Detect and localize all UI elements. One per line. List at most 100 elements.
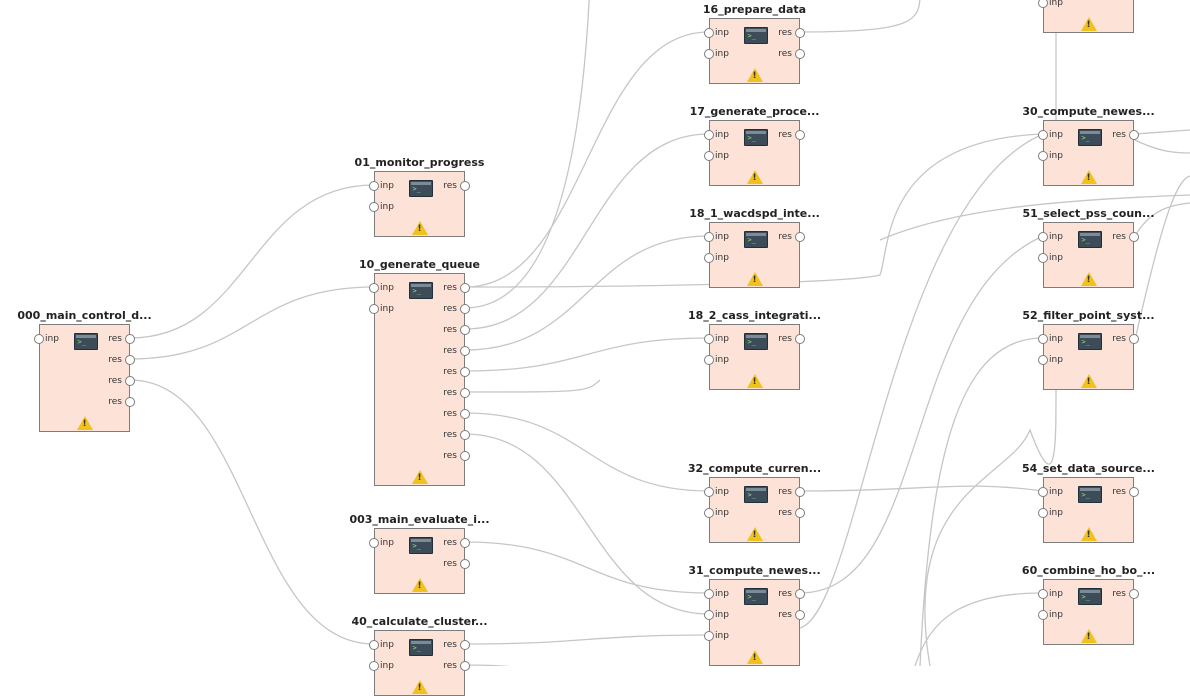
input-port[interactable] (704, 253, 714, 263)
operator-box[interactable]: inp (1038, 0, 1134, 33)
warning-icon[interactable] (1080, 170, 1097, 184)
output-port[interactable] (460, 283, 470, 293)
output-port[interactable] (460, 346, 470, 356)
input-port[interactable] (704, 631, 714, 641)
warning-icon[interactable] (1080, 17, 1097, 31)
input-port[interactable] (704, 28, 714, 38)
warning-icon[interactable] (411, 221, 428, 235)
input-port[interactable] (704, 130, 714, 140)
warning-icon[interactable] (411, 470, 428, 484)
output-port[interactable] (460, 640, 470, 650)
warning-icon[interactable] (411, 578, 428, 592)
output-port[interactable] (460, 451, 470, 461)
input-port[interactable] (369, 202, 379, 212)
output-port[interactable] (460, 304, 470, 314)
input-port[interactable] (704, 487, 714, 497)
input-port[interactable] (34, 334, 44, 344)
output-port[interactable] (460, 388, 470, 398)
input-port[interactable] (1038, 151, 1048, 161)
warning-icon[interactable] (746, 374, 763, 388)
output-port[interactable] (1129, 130, 1139, 140)
wire (1134, 175, 1190, 341)
input-port[interactable] (1038, 610, 1048, 620)
input-port[interactable] (1038, 232, 1048, 242)
input-port[interactable] (1038, 130, 1048, 140)
warning-icon[interactable] (746, 170, 763, 184)
input-port[interactable] (369, 538, 379, 548)
output-port[interactable] (460, 430, 470, 440)
warning-icon[interactable] (1080, 629, 1097, 643)
output-port[interactable] (1129, 589, 1139, 599)
output-port[interactable] (795, 589, 805, 599)
input-port[interactable] (1038, 253, 1048, 263)
output-port[interactable] (1129, 334, 1139, 344)
input-port[interactable] (369, 283, 379, 293)
warning-icon[interactable] (76, 416, 93, 430)
output-port[interactable] (795, 334, 805, 344)
output-port[interactable] (795, 28, 805, 38)
input-port[interactable] (1038, 334, 1048, 344)
input-port[interactable] (704, 589, 714, 599)
output-port-label: res (443, 640, 457, 650)
input-port[interactable] (369, 640, 379, 650)
warning-icon[interactable] (746, 68, 763, 82)
input-port[interactable] (1038, 355, 1048, 365)
output-port[interactable] (460, 325, 470, 335)
warning-icon[interactable] (746, 650, 763, 664)
input-port[interactable] (1038, 589, 1048, 599)
input-port[interactable] (704, 334, 714, 344)
input-port[interactable] (1038, 0, 1048, 8)
output-port[interactable] (795, 130, 805, 140)
output-port[interactable] (460, 409, 470, 419)
warning-icon[interactable] (411, 680, 428, 694)
output-port[interactable] (125, 376, 135, 386)
output-port[interactable] (795, 232, 805, 242)
warning-icon[interactable] (746, 272, 763, 286)
output-port[interactable] (795, 610, 805, 620)
input-port[interactable] (704, 355, 714, 365)
input-port[interactable] (704, 232, 714, 242)
output-port[interactable] (1129, 487, 1139, 497)
input-port[interactable] (369, 181, 379, 191)
output-port[interactable] (125, 334, 135, 344)
output-port[interactable] (795, 49, 805, 59)
output-port[interactable] (460, 559, 470, 569)
output-port[interactable] (460, 538, 470, 548)
output-port[interactable] (1129, 232, 1139, 242)
warning-icon[interactable] (1080, 374, 1097, 388)
output-port[interactable] (460, 367, 470, 377)
input-port[interactable] (369, 661, 379, 671)
input-port[interactable] (704, 508, 714, 518)
warning-icon[interactable] (1080, 527, 1097, 541)
warning-icon[interactable] (746, 527, 763, 541)
input-port[interactable] (369, 304, 379, 314)
input-port[interactable] (1038, 487, 1048, 497)
output-port[interactable] (795, 487, 805, 497)
input-port[interactable] (1038, 508, 1048, 518)
warning-icon[interactable] (1080, 272, 1097, 286)
output-port[interactable] (125, 355, 135, 365)
output-port[interactable] (125, 397, 135, 407)
input-port[interactable] (704, 151, 714, 161)
input-port[interactable] (704, 610, 714, 620)
output-port[interactable] (460, 661, 470, 671)
output-port[interactable] (795, 508, 805, 518)
output-port[interactable] (460, 181, 470, 191)
input-port[interactable] (704, 49, 714, 59)
